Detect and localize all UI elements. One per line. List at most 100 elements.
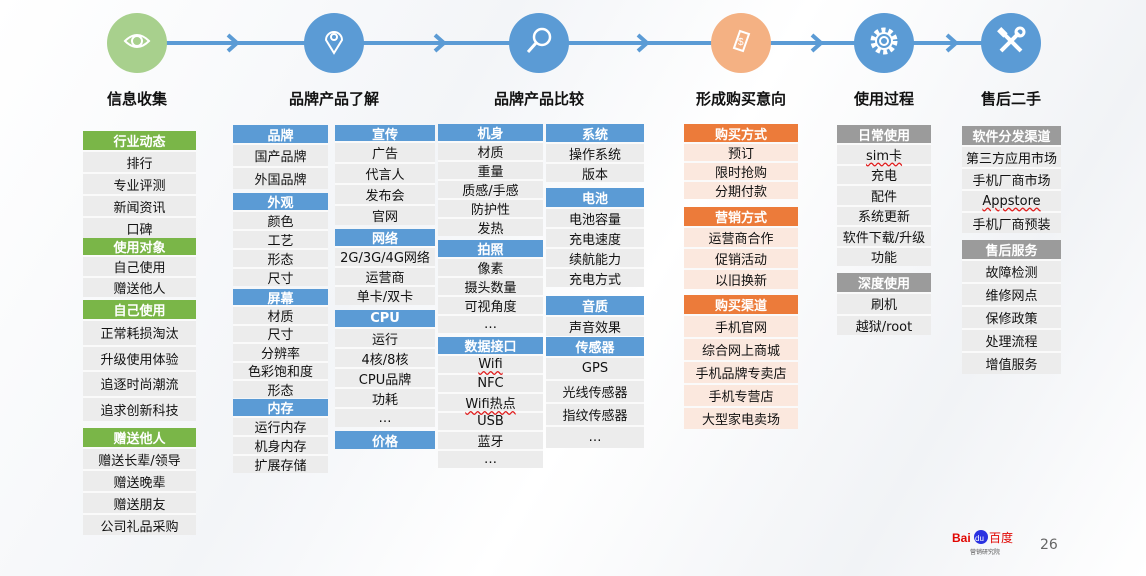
section-item: 广告 [335, 141, 435, 162]
section-item: 质感/手感 [438, 179, 543, 199]
section-item: 颜色 [233, 210, 328, 230]
section-item: 材质 [438, 141, 543, 161]
section-item: 系统更新 [837, 204, 931, 225]
section-item: 追逐时尚潮流 [83, 370, 196, 396]
section-item: 重量 [438, 160, 543, 180]
step-circle [854, 13, 914, 73]
section-item: 发热 [438, 217, 543, 237]
section-item: 维修网点 [962, 282, 1061, 305]
section-item: GPS [546, 356, 644, 379]
step-title: 售后二手 [980, 90, 1041, 108]
svg-text:营销研究院: 营销研究院 [970, 548, 1000, 556]
category-section: 价格 [335, 431, 435, 450]
step-circle [981, 13, 1041, 73]
section-item: 正常耗损淘汰 [83, 319, 196, 345]
section-item: 光线传感器 [546, 379, 644, 402]
category-section: 购买渠道手机官网综合网上商城手机品牌专卖店手机专营店大型家电卖场 [684, 295, 798, 429]
section-header: 外观 [233, 193, 328, 211]
svg-text:Bai: Bai [952, 531, 971, 545]
flow-arrow-icon [226, 33, 240, 53]
category-section: 自己使用正常耗损淘汰升级使用体验追逐时尚潮流追求创新科技 [83, 300, 196, 421]
baidu-logo: Bai du 百度 营销研究院 [952, 530, 1013, 556]
section-item: 2G/3G/4G网络 [335, 246, 435, 266]
section-item: 指纹传感器 [546, 402, 644, 425]
section-item: 4核/8核 [335, 347, 435, 368]
section-item: 手机品牌专卖店 [684, 360, 798, 383]
section-item: 升级使用体验 [83, 344, 196, 370]
svg-text:百度: 百度 [989, 530, 1013, 545]
section-item: 越狱/root [837, 313, 931, 335]
section-item: 手机厂商市场 [962, 167, 1061, 189]
category-section: 深度使用刷机越狱/root [837, 273, 931, 335]
section-header: 深度使用 [837, 273, 931, 292]
section-item: 工艺 [233, 229, 328, 249]
section-item: 处理流程 [962, 328, 1061, 351]
category-section: 拍照像素摄头数量可视角度… [438, 240, 543, 333]
section-item: 形态 [233, 379, 328, 399]
section-item: CPU品牌 [335, 367, 435, 388]
flow-arrow-icon [433, 33, 447, 53]
section-item: 运营商合作 [684, 226, 798, 247]
section-item: 第三方应用市场 [962, 145, 1061, 167]
section-item: 综合网上商城 [684, 337, 798, 360]
section-item: 刷机 [837, 292, 931, 314]
section-header: 网络 [335, 229, 435, 247]
step-circle [304, 13, 364, 73]
section-item: 蓝牙 [438, 430, 543, 450]
section-item: 充电方式 [546, 267, 644, 288]
section-item: 手机官网 [684, 314, 798, 337]
section-header: 营销方式 [684, 207, 798, 226]
step-circle: $ [711, 13, 771, 73]
category-section: 使用对象自己使用赠送他人 [83, 238, 196, 297]
section-item: Wifi热点 [438, 392, 543, 412]
section-header: 屏幕 [233, 289, 328, 307]
section-item: 尺寸 [233, 267, 328, 287]
step-title: 使用过程 [853, 90, 914, 108]
section-item: 新闻资讯 [83, 194, 196, 216]
svg-text:du: du [975, 534, 984, 543]
section-item: 声音效果 [546, 315, 644, 336]
section-item: 公司礼品采购 [83, 513, 196, 535]
section-header: 购买方式 [684, 124, 798, 143]
flow-arrow-icon [945, 33, 959, 53]
section-item: … [335, 407, 435, 427]
step-circle [107, 13, 167, 73]
section-item: … [438, 314, 543, 333]
section-header: CPU [335, 310, 435, 327]
category-section: 外观颜色工艺形态尺寸 [233, 193, 328, 287]
section-item: 国产品牌 [233, 143, 328, 166]
section-item: 运行内存 [233, 416, 328, 436]
section-item: 运行 [335, 327, 435, 348]
map-pin-icon [319, 26, 349, 60]
section-header: 使用对象 [83, 238, 196, 256]
section-item: NFC [438, 373, 543, 392]
section-item: 功能 [837, 245, 931, 266]
section-header: 赠送他人 [83, 428, 196, 447]
section-item: 尺寸 [233, 323, 328, 343]
flow-arrow-icon [636, 33, 650, 53]
section-item: 故障检测 [962, 259, 1061, 282]
section-item: 预订 [684, 142, 798, 162]
section-item: 续航能力 [546, 247, 644, 268]
section-header: 售后服务 [962, 240, 1061, 259]
section-item: 软件下载/升级 [837, 225, 931, 246]
step-title: 信息收集 [106, 90, 167, 108]
tools-icon [994, 24, 1028, 62]
category-section: 购买方式预订限时抢购分期付款 [684, 124, 798, 200]
section-header: 行业动态 [83, 131, 196, 150]
section-item: 自己使用 [83, 255, 196, 276]
section-header: 拍照 [438, 240, 543, 258]
category-section: 品牌国产品牌外国品牌 [233, 125, 328, 189]
section-item: 运营商 [335, 265, 435, 286]
section-header: 日常使用 [837, 125, 931, 144]
category-section: 音质声音效果 [546, 296, 644, 336]
section-item: 功耗 [335, 387, 435, 408]
section-item: 版本 [546, 162, 644, 183]
section-item: 追求创新科技 [83, 395, 196, 421]
flow-arrow-icon [810, 33, 824, 53]
